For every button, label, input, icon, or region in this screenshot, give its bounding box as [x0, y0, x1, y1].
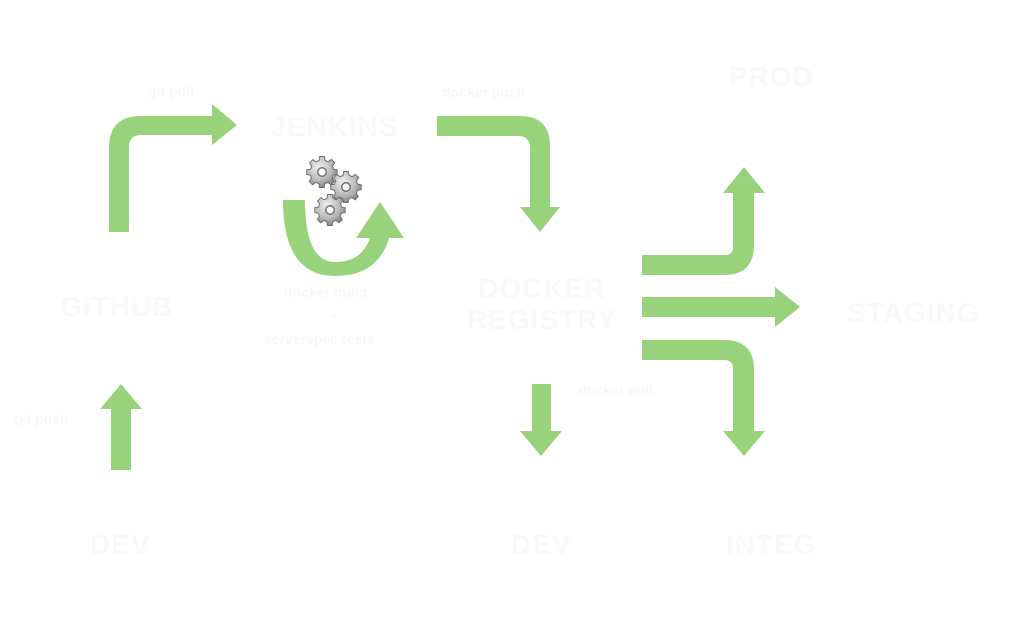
- arrow-docker-push: [437, 116, 560, 232]
- arrow-git-push: [100, 384, 142, 470]
- arrow-to-prod: [642, 167, 765, 275]
- arrow-to-staging: [642, 287, 800, 327]
- label-docker-pull: docker pull: [578, 382, 653, 398]
- label-git-pull: git pull: [148, 83, 194, 99]
- label-plus: +: [330, 308, 339, 324]
- node-integ: INTEG: [726, 529, 817, 560]
- node-docker-registry-line2: REGISTRY: [466, 303, 618, 335]
- node-github: GITHUB: [60, 291, 174, 322]
- arrow-docker-pull-dev: [520, 384, 562, 456]
- arrow-git-pull: [109, 104, 237, 232]
- arrow-to-integ: [642, 340, 765, 456]
- label-serverspec-tests: serverspec tests: [264, 331, 375, 347]
- label-docker-build: docker build: [284, 284, 368, 300]
- node-staging: STAGING: [847, 297, 980, 328]
- node-jenkins: JENKINS: [270, 111, 399, 142]
- label-git-push: git push: [14, 411, 69, 427]
- label-docker-push: docker push: [442, 84, 526, 100]
- node-dev-target: DEV: [511, 529, 572, 560]
- node-dev-source: DEV: [90, 529, 151, 560]
- gears-icon: [306, 155, 362, 227]
- node-docker-registry-line1: DOCKER: [478, 273, 606, 304]
- node-docker-registry: DOCKER REGISTRY: [462, 273, 622, 336]
- arrow-docker-build-cycle: [283, 200, 404, 276]
- node-prod: PROD: [729, 61, 814, 92]
